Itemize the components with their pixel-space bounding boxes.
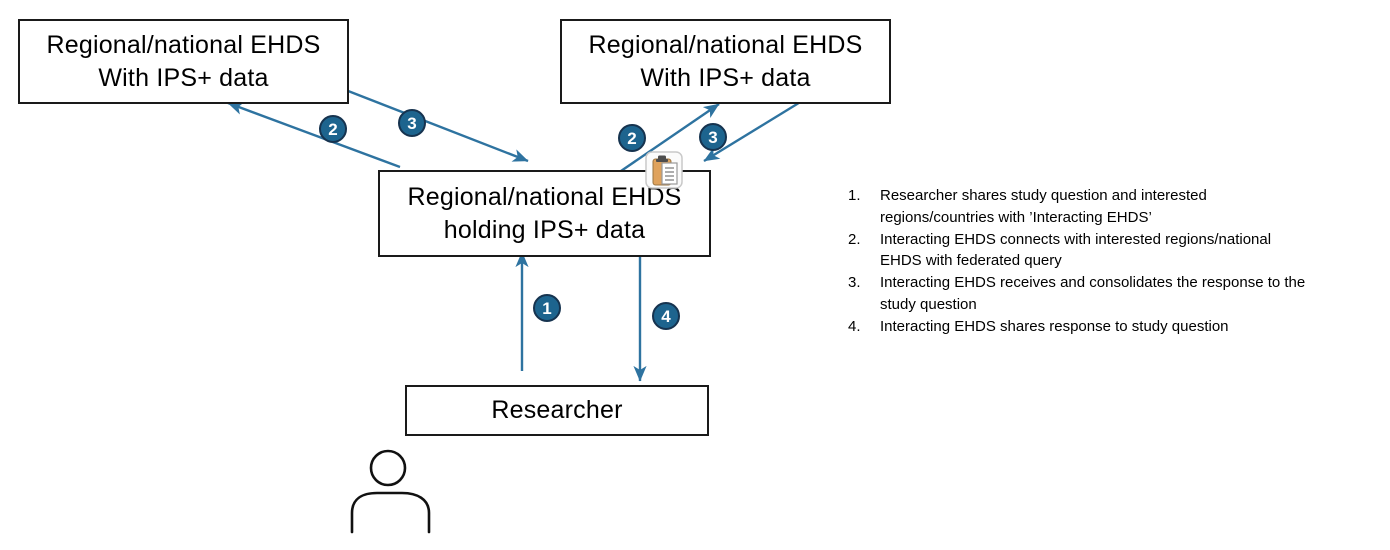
legend-item-1-text: Researcher shares study question and int…	[880, 187, 1207, 226]
legend-list: 1. Researcher shares study question and …	[848, 185, 1323, 338]
box-researcher-label: Researcher	[491, 396, 623, 424]
badge-step4: 4	[652, 302, 680, 330]
box-ehds-top-left: Regional/national EHDS With IPS+ data	[18, 19, 349, 104]
arrow-step2-left	[227, 101, 401, 169]
box-ehds-interacting-line1: Regional/national EHDS	[407, 182, 682, 211]
box-ehds-top-left-line1: Regional/national EHDS	[46, 30, 321, 59]
box-ehds-top-left-line2: With IPS+ data	[98, 63, 269, 92]
legend-item-4: 4. Interacting EHDS shares response to s…	[848, 316, 1323, 338]
clipboard-paste-icon	[645, 151, 683, 189]
badge-step1: 1	[533, 294, 561, 322]
legend-item-1-number: 1.	[848, 187, 861, 204]
box-ehds-top-right-line1: Regional/national EHDS	[588, 30, 863, 59]
legend-item-2: 2. Interacting EHDS connects with intere…	[848, 229, 1323, 273]
box-researcher: Researcher	[405, 385, 709, 436]
legend-item-3-text: Interacting EHDS receives and consolidat…	[880, 274, 1306, 313]
box-ehds-interacting-line2: holding IPS+ data	[443, 215, 646, 244]
researcher-person-icon	[350, 449, 431, 534]
box-ehds-top-right: Regional/national EHDS With IPS+ data	[560, 19, 891, 104]
box-ehds-top-right-line2: With IPS+ data	[640, 63, 811, 92]
badge-step2-left: 2	[319, 115, 347, 143]
legend-item-4-number: 4.	[848, 317, 861, 335]
box-ehds-interacting: Regional/national EHDS holding IPS+ data	[378, 170, 711, 257]
legend-item-3: 3. Interacting EHDS receives and consoli…	[848, 272, 1323, 316]
arrow-step3-left	[342, 87, 529, 163]
legend-item-2-number: 2.	[848, 230, 861, 248]
badge-step3-left: 3	[398, 109, 426, 137]
legend-item-3-number: 3.	[848, 274, 861, 292]
legend-item-4-text: Interacting EHDS shares response to stud…	[880, 317, 1229, 335]
badge-step3-right: 3	[699, 123, 727, 151]
legend-item-1: 1. Researcher shares study question and …	[848, 185, 1323, 229]
legend-item-2-text: Interacting EHDS connects with intereste…	[880, 230, 1272, 270]
badge-step2-right: 2	[618, 124, 646, 152]
